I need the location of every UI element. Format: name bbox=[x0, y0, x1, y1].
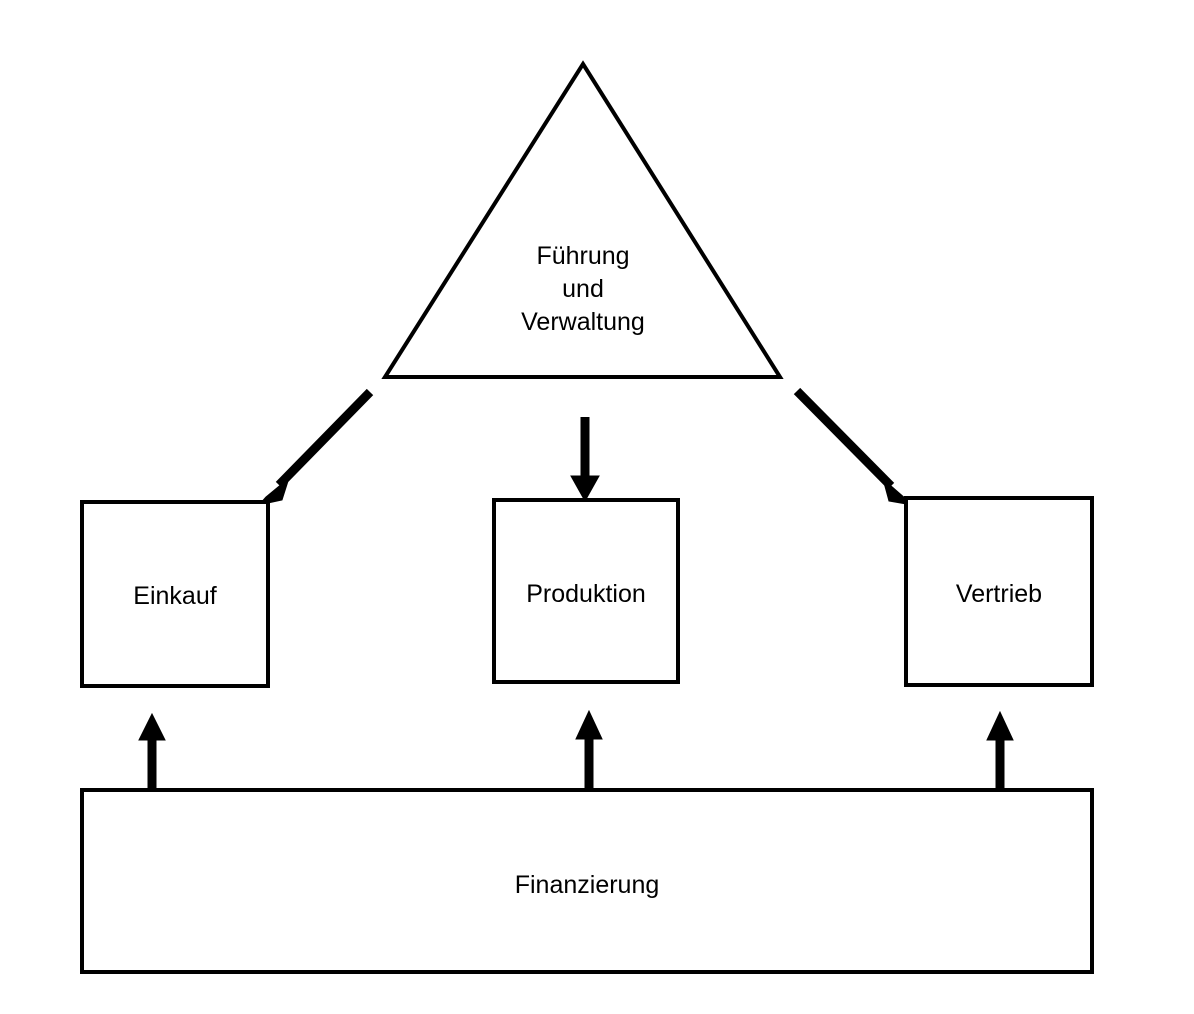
arrow-shaft bbox=[275, 388, 374, 489]
arrow-leadership-to-sales bbox=[793, 387, 914, 506]
production-box[interactable] bbox=[492, 498, 680, 684]
arrow-head bbox=[138, 712, 166, 741]
arrow-financing-to-production bbox=[575, 709, 603, 790]
arrow-head bbox=[575, 709, 603, 740]
arrow-head bbox=[570, 475, 600, 503]
financing-box[interactable] bbox=[80, 788, 1094, 974]
arrow-financing-to-sales bbox=[986, 710, 1014, 790]
purchasing-box[interactable] bbox=[80, 500, 270, 688]
arrow-financing-to-purchasing bbox=[138, 712, 166, 790]
leadership-triangle[interactable] bbox=[381, 60, 784, 379]
arrow-shaft bbox=[793, 387, 895, 490]
arrow-head bbox=[986, 710, 1014, 741]
arrow-leadership-to-purchasing bbox=[257, 388, 374, 506]
sales-box[interactable] bbox=[904, 496, 1094, 687]
arrow-leadership-to-production bbox=[570, 417, 600, 503]
